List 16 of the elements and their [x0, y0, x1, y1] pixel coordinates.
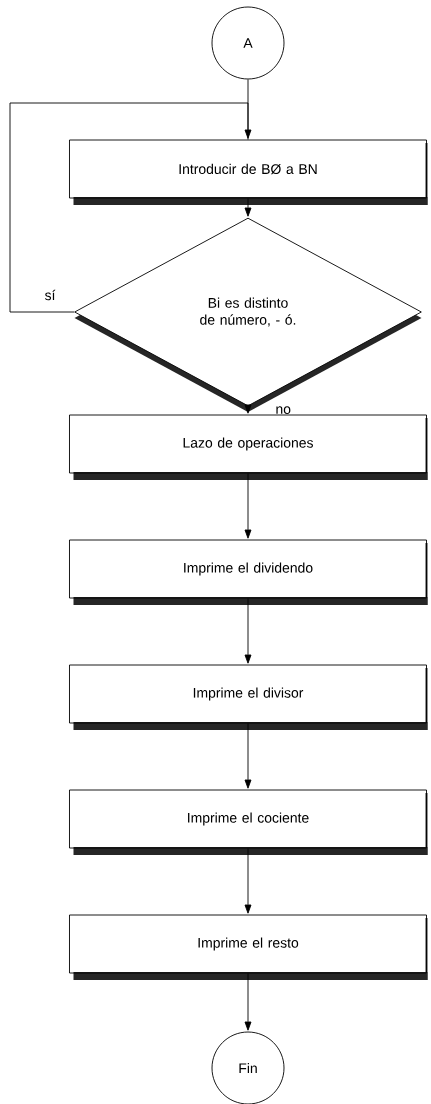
arrow: [9, 102, 252, 313]
edge-label: no: [276, 406, 291, 414]
arrow: [244, 598, 252, 664]
process-box: Imprime el cociente: [69, 789, 428, 855]
arrow: [244, 973, 252, 1031]
arrow: [244, 473, 252, 539]
process-box: Imprime el divisor: [69, 664, 428, 730]
process-box: Introducir de BØ a BN: [69, 139, 428, 205]
process-box: Imprime el resto: [69, 914, 428, 980]
edge-label: sí: [44, 289, 56, 301]
arrow: [244, 404, 252, 414]
arrow: [244, 848, 252, 914]
process-box: Imprime el dividendo: [69, 539, 428, 605]
arrow: [244, 723, 252, 789]
process-box: Lazo de operaciones: [69, 414, 428, 480]
arrow: [244, 198, 252, 217]
